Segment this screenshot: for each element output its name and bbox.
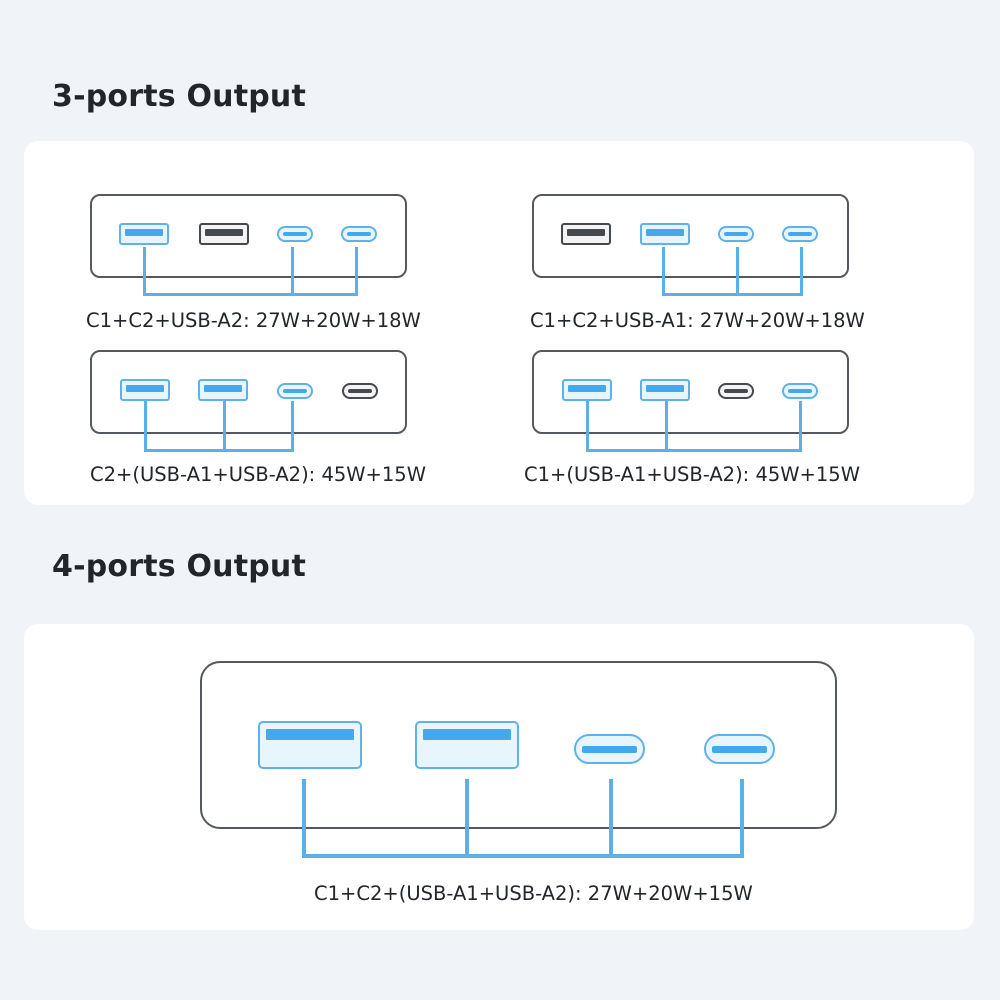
device-config-3 [90, 350, 407, 434]
wire-config-4-usb-a1 [586, 401, 589, 451]
usb-a2-port [198, 379, 248, 401]
usb-c2-port [718, 383, 754, 399]
caption-config-4: C1+(USB-A1+USB-A2): 45W+15W [524, 463, 860, 486]
usb-c2-port [277, 383, 313, 399]
device-config-1 [90, 194, 407, 278]
wire-config-1-usb-c1 [355, 247, 358, 295]
wire-config-2-usb-c1 [800, 247, 803, 295]
usb-c1-port [704, 734, 775, 764]
wire-config-3-bus [144, 449, 294, 452]
device-config-5 [200, 661, 837, 829]
usb-a1-port [562, 379, 612, 401]
usb-c1-port [342, 383, 378, 399]
four-port-card: C1+C2+(USB-A1+USB-A2): 27W+20W+15W [24, 624, 974, 930]
caption-config-2: C1+C2+USB-A1: 27W+20W+18W [530, 309, 865, 332]
caption-config-5: C1+C2+(USB-A1+USB-A2): 27W+20W+15W [314, 882, 753, 905]
wire-config-5-usb-c1 [740, 779, 744, 857]
usb-c1-port [782, 383, 818, 399]
wire-config-4-usb-a2 [665, 401, 668, 451]
wire-config-3-usb-c2 [291, 401, 294, 451]
three-port-title: 3-ports Output [52, 79, 307, 114]
wire-config-4-bus [586, 449, 802, 452]
wire-config-5-usb-a2 [465, 779, 469, 857]
wire-config-2-bus [662, 293, 803, 296]
device-config-4 [532, 350, 849, 434]
usb-a2-port [561, 223, 611, 245]
wire-config-5-bus [302, 854, 744, 858]
caption-config-1: C1+C2+USB-A2: 27W+20W+18W [86, 309, 421, 332]
wire-config-2-usb-c2 [736, 247, 739, 295]
wire-config-4-usb-c1 [799, 401, 802, 451]
usb-c2-port [574, 734, 645, 764]
usb-a2-port [415, 721, 519, 769]
usb-a1-port [258, 721, 362, 769]
wire-config-3-usb-a2 [223, 401, 226, 451]
wire-config-1-usb-c2 [291, 247, 294, 295]
usb-c1-port [782, 226, 818, 242]
wire-config-3-usb-a1 [144, 401, 147, 451]
usb-a1-port [120, 379, 170, 401]
wire-config-5-usb-a1 [302, 779, 306, 857]
wire-config-1-bus [143, 293, 358, 296]
device-config-2 [532, 194, 849, 278]
usb-c2-port [277, 226, 313, 242]
usb-c2-port [718, 226, 754, 242]
caption-config-3: C2+(USB-A1+USB-A2): 45W+15W [90, 463, 426, 486]
usb-c1-port [341, 226, 377, 242]
usb-a1-port [119, 223, 169, 245]
usb-a2-port [640, 379, 690, 401]
wire-config-2-usb-a1 [662, 247, 665, 295]
four-port-title: 4-ports Output [52, 549, 307, 584]
usb-a1-port [640, 223, 690, 245]
three-port-card: C1+C2+USB-A2: 27W+20W+18W C1+C2+USB-A1: … [24, 141, 974, 505]
wire-config-5-usb-c2 [609, 779, 613, 857]
wire-config-1-usb-a1 [143, 247, 146, 295]
usb-a2-port [199, 223, 249, 245]
